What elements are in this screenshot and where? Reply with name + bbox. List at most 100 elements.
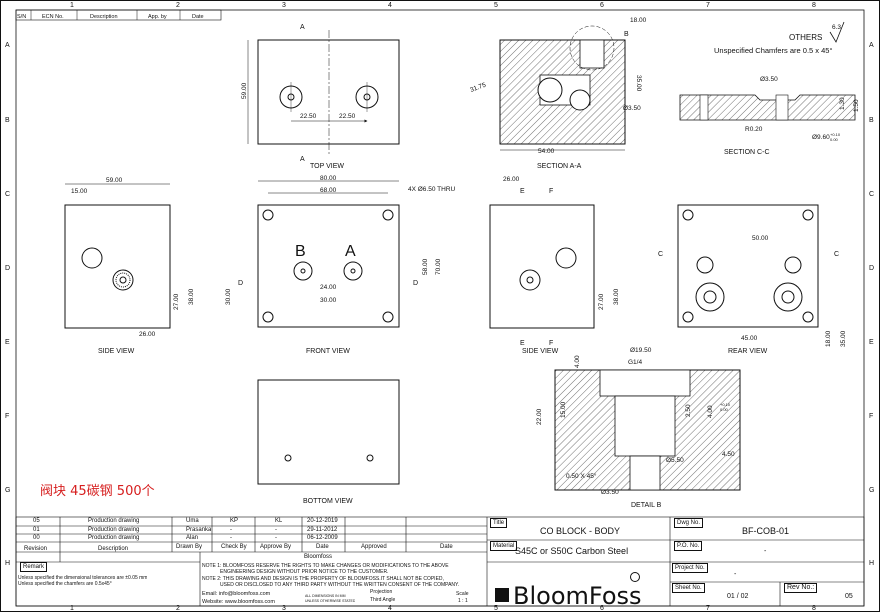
tb-note2b: USED OR DISCLOSED TO ANY THIRD PARTY WIT… — [220, 582, 460, 588]
dim-db-f: 2.50 — [685, 404, 692, 417]
cut-c-right: C — [834, 251, 839, 258]
tb-dims-note: ALL DIMENSIONS IN MM — [305, 594, 346, 598]
grid-col-label: 8 — [812, 2, 816, 9]
revision-cell-chk: KP — [230, 518, 239, 524]
dim-top-a: 22.50 — [300, 113, 317, 120]
dim-front-h: 58.00 — [422, 258, 429, 275]
grid-col-label: 7 — [706, 605, 710, 612]
tb-check-by: Check By — [221, 544, 247, 550]
tb-unless: UNLESS OTHERWISE STATED — [305, 599, 356, 603]
dim-cc-e: 1.30 — [839, 97, 846, 110]
note-surface: 6.3 — [832, 24, 841, 31]
label-top-view: TOP VIEW — [310, 163, 344, 170]
dim-s2-c: 38.00 — [613, 288, 620, 305]
dim-rear-c: 18.00 — [825, 330, 832, 347]
dim-db-i: 4.50 — [722, 451, 735, 458]
front-view: B A 80.00 68.00 4X Ø6.50 THRU 58.00 70.0… — [225, 175, 456, 355]
label-rear-view: REAR VIEW — [728, 348, 768, 355]
dim-front-c: 30.00 — [225, 288, 232, 305]
grid-row-label: B — [5, 117, 10, 124]
grid-row-label: F — [5, 413, 9, 420]
revision-cell-by: Alan — [186, 535, 199, 541]
revision-cell-rev: 01 — [33, 526, 40, 533]
label-section-aa: SECTION A-A — [537, 163, 582, 170]
dim-top-h: 59.00 — [241, 82, 248, 99]
detail-b: Ø19.50 G1/4 4.00 22.00 15.00 2.50 4.00 +… — [536, 347, 741, 509]
grid-col-label: 7 — [706, 2, 710, 9]
cut-a-top: A — [300, 24, 305, 31]
tb-tol1: Unless specified the dimensional toleran… — [18, 575, 148, 581]
tb-email: Email: info@bloomfoss.com — [202, 591, 271, 597]
cut-e-top: E — [520, 188, 525, 195]
revision-cell-rev: 05 — [33, 518, 40, 524]
cut-f-top: F — [549, 188, 553, 195]
revision-cell-by: Prasanka — [186, 526, 212, 533]
tb-po-label: P.O. No. — [674, 541, 703, 551]
grid-row-label: D — [5, 265, 10, 272]
dim-rear-a: 50.00 — [752, 235, 769, 242]
hdr-desc: Description — [90, 14, 118, 20]
grid-col-label: 1 — [70, 2, 74, 9]
bottom-view: BOTTOM VIEW — [257, 379, 400, 505]
dim-db-tol2: 0.00 — [720, 407, 729, 412]
label-detail-b: DETAIL B — [631, 502, 662, 509]
tb-company: Bloomfoss — [304, 554, 333, 560]
dim-sec-ang: 31.75 — [469, 82, 487, 94]
tb-tol2: Unless specified the chamfers are 0.5x45… — [18, 581, 112, 587]
label-front-view: FRONT VIEW — [306, 348, 350, 355]
dim-cc-tol2: 0.00 — [830, 137, 839, 142]
dim-top-b: 22.50 — [339, 113, 356, 120]
revision-cell-chk: - — [230, 526, 232, 533]
revision-header-table: S/N ECN No. Description App. by Date — [15, 9, 222, 21]
grid-row-label: E — [869, 339, 874, 346]
dim-front-a: 24.00 — [320, 284, 337, 291]
dim-db-tol1: +0.10 — [720, 402, 731, 407]
hdr-sn: S/N — [17, 14, 26, 20]
dim-side-c: 27.00 — [173, 293, 180, 310]
revision-cell-date: 29-11-2012 — [307, 526, 338, 533]
dim-cc-f: 1.50 — [853, 99, 860, 112]
rear-view: 50.00 45.00 18.00 35.00 C C REAR VIEW — [658, 204, 847, 355]
grid-col-label: 4 — [388, 605, 392, 612]
tb-rev: 05 — [845, 593, 853, 600]
revision-cell-date: 20-12-2019 — [307, 518, 338, 524]
tb-website: Website: www.bloomfoss.com — [202, 599, 275, 605]
grid-col-label: 2 — [176, 2, 180, 9]
dim-db-a: Ø19.50 — [630, 347, 652, 354]
tb-remark: Remark — [20, 562, 48, 572]
tb-projection: Projection — [370, 589, 393, 595]
port-b-label: B — [295, 243, 306, 260]
tb-approve-by: Approve By — [260, 544, 292, 550]
dim-db-j: 0.50 X 45° — [566, 472, 597, 480]
dim-side-b: 26.00 — [139, 331, 156, 338]
dim-db-d: 22.00 — [536, 408, 543, 425]
revision-cell-app: - — [275, 535, 277, 541]
grid-col-label: 1 — [70, 605, 74, 612]
section-aa: 54.00 35.00 18.00 31.75 Ø3.50 B SECTION … — [469, 17, 646, 170]
tb-date-2: Date — [440, 544, 453, 550]
revision-cell-chk: - — [230, 535, 232, 541]
port-a-label: A — [345, 243, 356, 260]
revision-cell-app: KL — [275, 518, 283, 524]
grid-col-label: 6 — [600, 605, 604, 612]
dim-cc-a: Ø3.50 — [760, 76, 778, 83]
tb-note2: NOTE 2: THIS DRAWING AND DESIGN IS THE P… — [202, 576, 444, 582]
tb-dwg-label: Dwg No. — [674, 518, 704, 528]
dim-side-d: 38.00 — [188, 288, 195, 305]
grid-row-label: E — [5, 339, 10, 346]
dim-rear-d: 35.00 — [840, 330, 847, 347]
tb-description: Description — [98, 546, 129, 552]
revision-cell-date: 06-12-2009 — [307, 535, 338, 541]
dim-side-a: 15.00 — [71, 188, 88, 195]
tb-sheet: 01 / 02 — [727, 593, 749, 600]
logo-text: BloomFoss — [513, 582, 642, 610]
grid-col-label: 4 — [388, 2, 392, 9]
cut-c-left: C — [658, 251, 663, 258]
note-others: OTHERS — [789, 33, 822, 42]
grid-row-label: D — [869, 265, 874, 272]
dim-front-h2: 70.00 — [435, 258, 442, 275]
dim-front-b: 30.00 — [320, 297, 337, 304]
tb-third-angle: Third Angle — [370, 597, 396, 603]
